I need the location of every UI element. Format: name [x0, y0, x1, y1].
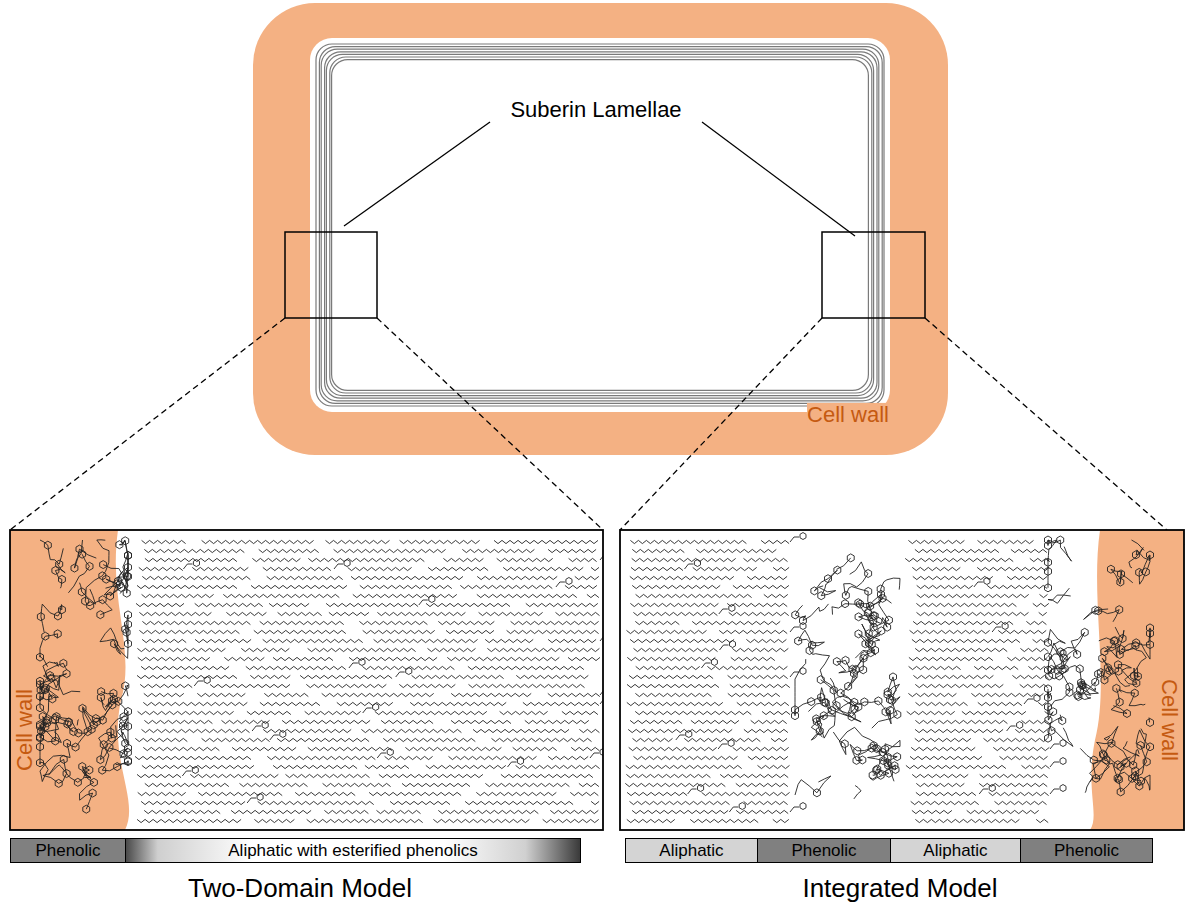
zoom-lines [10, 318, 1184, 545]
cell-wall-region [10, 530, 129, 830]
zoom-box [822, 232, 925, 318]
suberin-lamellae [316, 44, 884, 406]
molecular-structure [37, 537, 604, 823]
region-label: Cell wall [1157, 679, 1181, 761]
region-label: Cell wall [13, 689, 37, 771]
domain-band: Aliphatic [625, 838, 758, 863]
band-label: Aliphatic [655, 841, 727, 861]
band-label: Phenolic [31, 841, 104, 861]
leader-line [344, 122, 490, 226]
panel-caption: Integrated Model [802, 874, 997, 903]
domain-band: Phenolic [10, 838, 126, 863]
cell-interior [310, 38, 890, 412]
band-label: Phenolic [1050, 841, 1123, 861]
panel-caption: Two-Domain Model [188, 874, 412, 903]
panel-frame [10, 530, 603, 830]
domain-band: Aliphatic with esterified phenolics [125, 838, 581, 863]
panel-frame [620, 530, 1184, 830]
band-label: Phenolic [787, 841, 860, 861]
zoom-box [285, 232, 377, 318]
domain-band: Phenolic [757, 838, 891, 863]
region-label: Cell wall [807, 403, 889, 427]
domain-band: Aliphatic [890, 838, 1021, 863]
cell-wall [253, 3, 948, 455]
molecular-structure [625, 533, 1153, 823]
leader-line [702, 122, 855, 236]
cell-wall-region [1090, 530, 1184, 830]
structure-label: Suberin Lamellae [510, 98, 681, 122]
domain-band: Phenolic [1020, 838, 1153, 863]
band-label: Aliphatic with esterified phenolics [224, 841, 481, 861]
band-label: Aliphatic [919, 841, 991, 861]
